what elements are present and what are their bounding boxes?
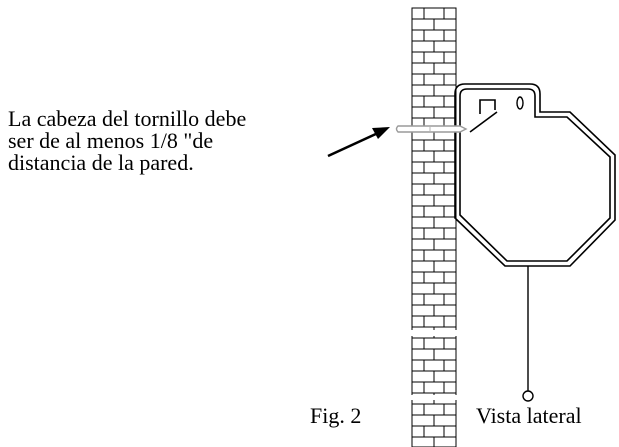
screw-distance-note: La cabeza del tornillo debe ser de al me…: [8, 108, 246, 174]
hanger-clip: [469, 111, 498, 133]
note-line-3: distancia de la pared.: [8, 150, 194, 175]
hanger-outer-outline: [454, 83, 616, 267]
figure-label: Fig. 2: [310, 403, 362, 428]
pull-cord-ring: [522, 390, 534, 402]
note-line-1: La cabeza del tornillo debe: [8, 106, 247, 131]
wall-gap: [411, 330, 457, 336]
pointer-arrow-head: [372, 127, 390, 139]
note-line-2: ser de al menos 1/8 "de: [8, 128, 214, 153]
pointer-arrow-icon: [327, 131, 379, 158]
brick-wall: [411, 7, 457, 447]
screw-icon: [395, 125, 468, 133]
view-label: Vista lateral: [476, 403, 582, 428]
hanger-hook: [479, 99, 496, 114]
wall-gap: [411, 395, 457, 400]
hanger-hole: [516, 96, 524, 110]
octagon-hanger: [454, 83, 616, 267]
hanger-inner-outline: [459, 88, 611, 262]
